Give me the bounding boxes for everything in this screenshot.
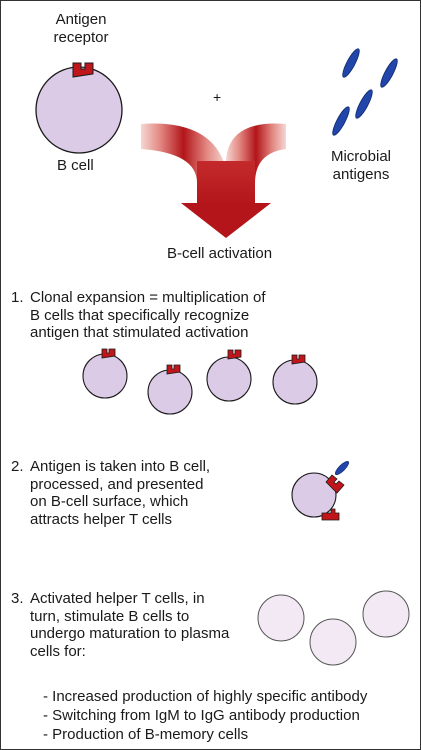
plasma-cell (309, 618, 357, 666)
activation-arrow (141, 123, 286, 238)
b-cell-label: B cell (57, 157, 94, 174)
b-cell-clone (82, 348, 128, 399)
b-cell-with-receptor (35, 62, 123, 154)
step-number: 2. (11, 458, 24, 475)
label-line: Microbial (330, 148, 391, 165)
plasma-cells (257, 590, 410, 666)
step-line: attracts helper T cells (30, 510, 173, 528)
step-line: antigen that stimulated activation (30, 324, 249, 341)
step-line: processed, and presented (30, 475, 204, 493)
step-line: on B-cell surface, which (30, 493, 189, 510)
mhc-icon (321, 508, 340, 521)
label-line: receptor (53, 28, 109, 46)
outcome-item: - Switching from IgM to IgG antibody pro… (43, 707, 360, 724)
antigen-receptor-icon (72, 62, 94, 78)
step-number: 1. (11, 289, 24, 306)
antigen-rod (380, 58, 398, 88)
antigen-receptor-label: Antigen receptor (31, 11, 131, 46)
label-line: antigens (332, 165, 390, 183)
step-line: Activated helper T cells, in (30, 590, 205, 607)
plasma-cell (257, 594, 305, 642)
receptor-icon (325, 474, 345, 494)
step-line: cells for: (30, 642, 86, 660)
step-line: Clonal expansion = multiplication of (30, 289, 266, 306)
step-line: B cells that specifically recognize (30, 306, 250, 324)
b-cell-clone (206, 349, 252, 402)
clonal-expansion-cells (82, 348, 318, 415)
antigen-presenting-b-cell (291, 460, 350, 521)
b-cell-clone (272, 354, 318, 405)
plasma-cell (362, 590, 410, 638)
b-cell (35, 66, 123, 154)
b-cell-clone (147, 364, 193, 415)
step-number: 3. (11, 590, 24, 607)
step-line: turn, stimulate B cells to (30, 607, 190, 625)
b-cell-activation-label: B-cell activation (167, 245, 273, 262)
step-line: undergo maturation to plasma (30, 625, 230, 642)
antigen-rod (342, 48, 360, 78)
plus-sign: + (213, 89, 222, 105)
outcome-item: - Production of B-memory cells (43, 726, 249, 743)
antigen-rod (332, 106, 350, 136)
step-line: Antigen is taken into B cell, (30, 458, 211, 475)
microbial-antigens (332, 48, 398, 136)
label-line: Antigen (55, 11, 107, 28)
outcome-item: - Increased production of highly specifi… (43, 688, 368, 705)
outcomes-list: - Increased production of highly specifi… (43, 687, 367, 744)
bound-antigen-icon (334, 460, 350, 476)
antigen-rod (355, 89, 373, 119)
microbial-antigens-label: Microbial antigens (311, 148, 411, 183)
